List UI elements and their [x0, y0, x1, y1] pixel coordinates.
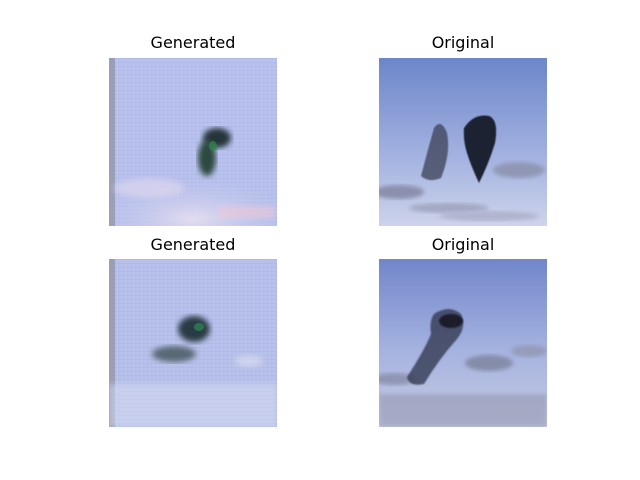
panel-title-generated-1: Generated: [150, 33, 236, 52]
generated-image-2-canvas: [109, 259, 277, 427]
panel-title-generated-2: Generated: [150, 235, 236, 254]
original-image-1: [379, 58, 547, 226]
panel-title-original-1: Original: [431, 33, 495, 52]
generated-image-2: [109, 259, 277, 427]
original-image-1-canvas: [379, 58, 547, 226]
generated-image-1: [109, 58, 277, 226]
panel-title-original-2: Original: [431, 235, 495, 254]
generated-image-1-canvas: [109, 58, 277, 226]
original-image-2: [379, 259, 547, 427]
original-image-2-canvas: [379, 259, 547, 427]
